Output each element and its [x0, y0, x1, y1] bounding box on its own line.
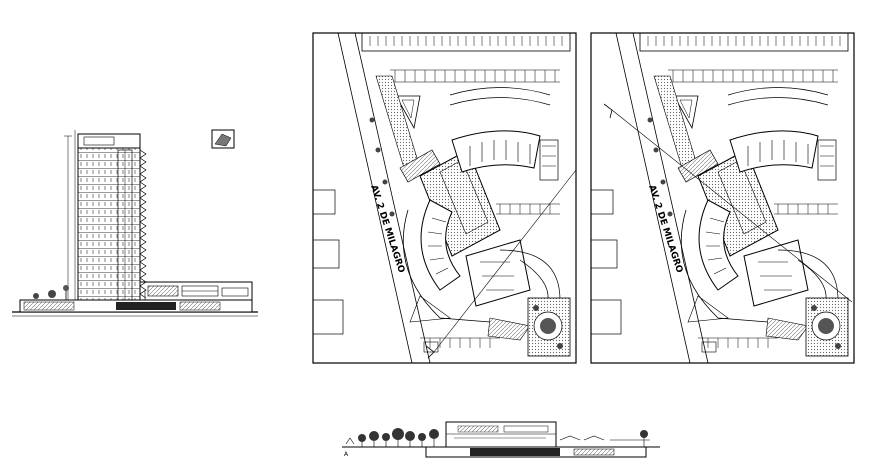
tower-elevation	[12, 130, 258, 317]
site-plan-left	[312, 32, 577, 364]
key-plan-icon	[211, 129, 235, 149]
section-marker-label: A	[344, 451, 349, 458]
site-plan-right	[590, 32, 855, 364]
site-section	[342, 421, 660, 458]
